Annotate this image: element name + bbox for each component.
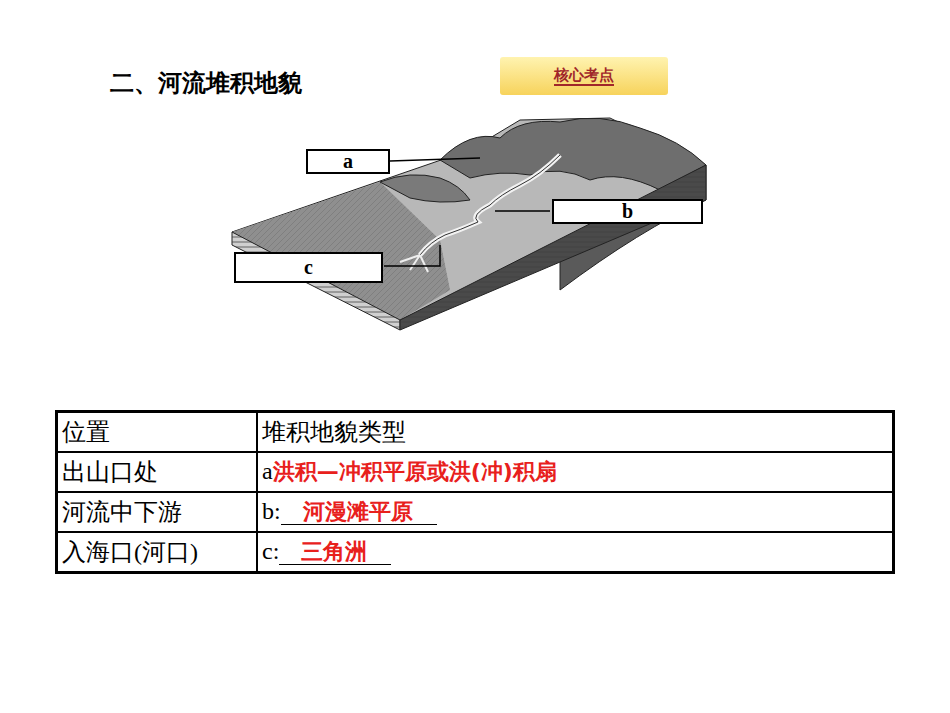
table-row: 河流中下游 b:河漫滩平原 <box>57 492 894 532</box>
table-cell: 河流中下游 <box>57 492 258 532</box>
table-cell: 出山口处 <box>57 452 258 492</box>
key-point-badge: 核心考点 <box>500 57 668 95</box>
table-cell: b:河漫滩平原 <box>257 492 894 532</box>
table-row: 出山口处 a洪积—冲积平原或洪(冲)积扇 <box>57 452 894 492</box>
node-text: b <box>622 200 633 223</box>
cell-text: 入海口(河口) <box>62 539 198 565</box>
node-text: c <box>304 256 313 279</box>
answer-table: 位置堆积地貌类型出山口处a洪积—冲积平原或洪(冲)积扇河流中下游b:河漫滩平原入… <box>55 410 895 574</box>
answer-text: 洪积—冲积平原或洪(冲)积扇 <box>273 459 557 484</box>
answer-text: 河漫滩平原 <box>281 499 437 525</box>
table-row: 入海口(河口) c:三角洲 <box>57 532 894 573</box>
node-text: 核心考点 <box>554 66 614 86</box>
node-text: a <box>343 150 353 173</box>
table-body: 位置堆积地貌类型出山口处a洪积—冲积平原或洪(冲)积扇河流中下游b:河漫滩平原入… <box>57 412 894 573</box>
answer-text: 三角洲 <box>279 539 391 565</box>
cell-text: b: <box>262 498 281 524</box>
table-row: 位置 堆积地貌类型 <box>57 412 894 453</box>
cell-text: c: <box>262 538 279 564</box>
cell-text: 河流中下游 <box>62 499 182 525</box>
table-cell: 入海口(河口) <box>57 532 258 573</box>
cell-text: a <box>262 458 273 484</box>
cell-text: 出山口处 <box>62 459 158 485</box>
table-cell: c:三角洲 <box>257 532 894 573</box>
callout-box: b <box>552 199 703 224</box>
callout-box: a <box>306 149 390 174</box>
table-cell: a洪积—冲积平原或洪(冲)积扇 <box>257 452 894 492</box>
slide-title: 二、河流堆积地貌 <box>78 60 310 106</box>
callout-box: c <box>234 252 383 283</box>
cell-text: 位置 <box>62 419 110 445</box>
table-cell: 堆积地貌类型 <box>257 412 894 453</box>
table-cell: 位置 <box>57 412 258 453</box>
cell-text: 堆积地貌类型 <box>262 419 406 445</box>
